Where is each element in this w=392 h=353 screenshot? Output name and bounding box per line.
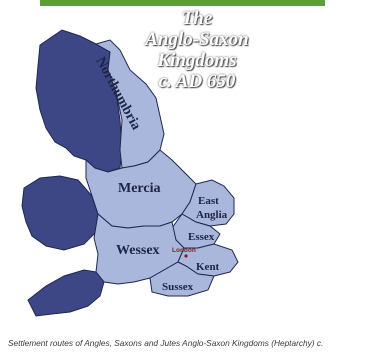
wales-region — [21, 175, 99, 251]
essex-label: Essex — [188, 231, 215, 243]
title-line-4: c. AD 650 — [158, 71, 236, 92]
title-line-1: The — [181, 8, 213, 29]
east-anglia-label-2: Anglia — [196, 209, 228, 221]
caption: Settlement routes of Angles, Saxons and … — [8, 338, 324, 348]
sussex-region — [149, 261, 215, 297]
title-banner — [40, 0, 325, 6]
mercia-label: Mercia — [118, 181, 161, 196]
london-label: London — [172, 247, 196, 254]
title-line-2: Anglo-Saxon — [145, 29, 249, 50]
map: Northumbria Mercia East Anglia Essex Wes… — [21, 0, 325, 317]
east-anglia-label-1: East — [198, 195, 219, 207]
map-svg: Northumbria Mercia East Anglia Essex Wes… — [21, 0, 325, 317]
dumnonia-region — [27, 269, 105, 317]
east-anglia-region — [181, 179, 235, 227]
wessex-label: Wessex — [116, 243, 160, 258]
title-line-3: Kingdoms — [157, 50, 237, 71]
london-marker — [184, 254, 188, 258]
sussex-label: Sussex — [162, 281, 194, 293]
kent-label: Kent — [196, 261, 220, 273]
map-title: The Anglo-Saxon Kingdoms c. AD 650 — [112, 8, 282, 92]
